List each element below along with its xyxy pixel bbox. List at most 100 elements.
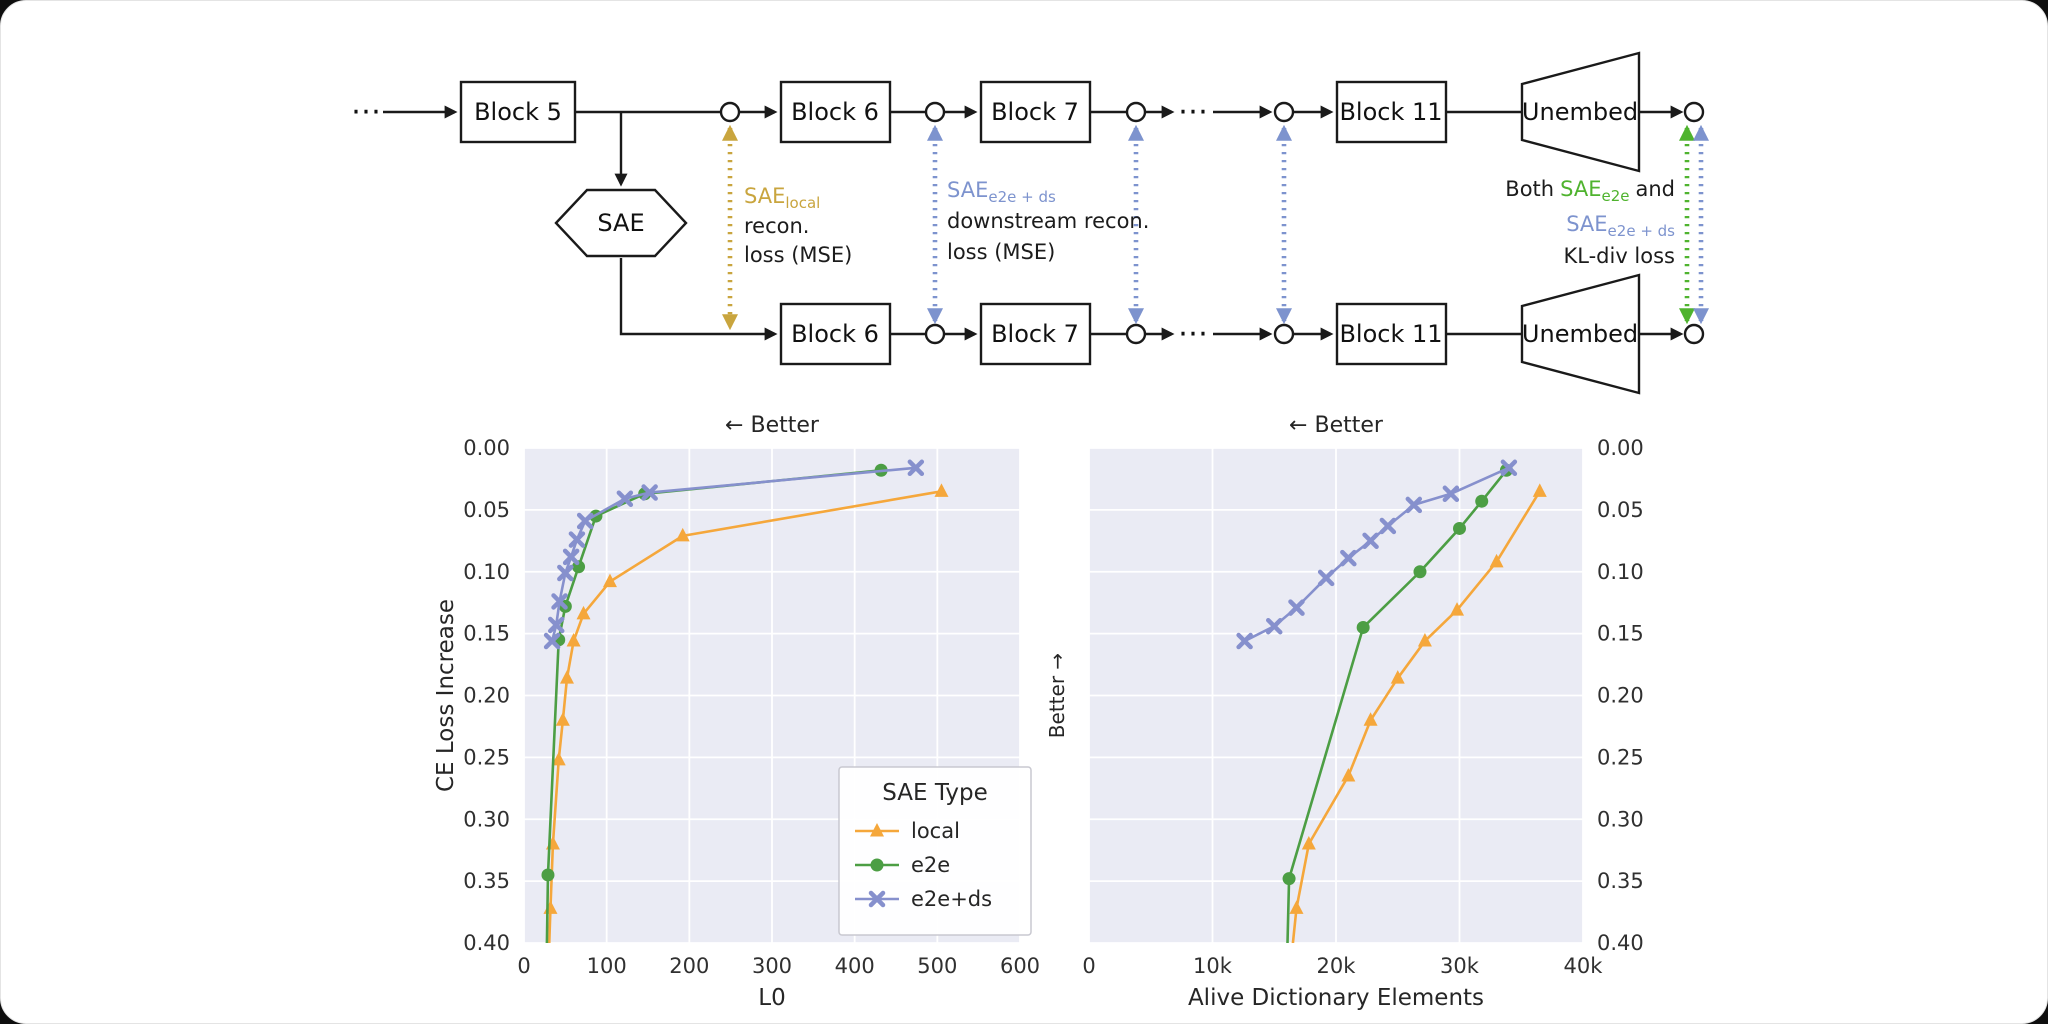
block-7-top-label: Block 7 [991, 98, 1079, 126]
triangle-marker [1489, 553, 1504, 568]
triangle-marker [1301, 836, 1316, 850]
svg-text:0.15: 0.15 [463, 622, 510, 646]
triangle-marker [1341, 767, 1356, 782]
triangle-marker [566, 633, 581, 647]
svg-text:10k: 10k [1193, 954, 1233, 978]
block-7-bottom-label: Block 7 [991, 320, 1079, 348]
activation-node [719, 101, 741, 123]
loss-labels: SAElocal recon. loss (MSE) SAEe2e + ds d… [744, 177, 1675, 268]
block-11-top-box [1335, 80, 1448, 144]
legend-entry-e2e+ds: e2e+ds [855, 887, 992, 911]
triangle-marker [602, 573, 617, 588]
x-marker [551, 593, 568, 610]
svg-text:0.40: 0.40 [1597, 931, 1644, 955]
activation-node [1125, 323, 1147, 345]
circle-marker [1453, 521, 1466, 535]
svg-text:0: 0 [517, 954, 530, 978]
svg-text:0.20: 0.20 [1597, 684, 1644, 708]
svg-text:0.15: 0.15 [1597, 622, 1644, 646]
triangle-marker [1532, 483, 1547, 497]
x-marker [1266, 617, 1283, 635]
block-6-bottom-label: Block 6 [791, 320, 879, 348]
svg-text:300: 300 [752, 954, 792, 978]
sae-hexagon [554, 188, 688, 258]
x-marker [568, 531, 586, 548]
x-marker [1340, 549, 1357, 567]
svg-text:0.05: 0.05 [1597, 498, 1644, 522]
x-marker [557, 564, 574, 582]
series-group [541, 459, 949, 943]
x-marker [868, 890, 886, 908]
unembed-bottom-shape [1520, 273, 1641, 395]
legend-entry-label: e2e+ds [911, 887, 992, 911]
x-marker [562, 548, 580, 566]
circle-marker [870, 858, 884, 872]
x-axis-label: L0 [758, 985, 785, 1011]
block-7-top-box [979, 80, 1092, 144]
legend-entry-label: e2e [911, 853, 950, 877]
circle-marker [1356, 620, 1370, 634]
sae-module: SAE [554, 188, 688, 258]
activation-node [1125, 101, 1147, 123]
triangle-marker [559, 670, 574, 684]
unembed-top-shape [1520, 51, 1641, 173]
svg-text:0.35: 0.35 [463, 869, 510, 893]
legend-title: SAE Type [882, 780, 987, 806]
block-11-bottom-label: Block 11 [1339, 320, 1442, 348]
block-7-bottom-box [979, 302, 1092, 366]
local-loss-label-line2: recon. [744, 214, 809, 238]
x-marker [641, 484, 658, 501]
svg-text:500: 500 [917, 954, 957, 978]
circle-marker [1475, 494, 1489, 508]
legend-entry-e2e: e2e [855, 853, 950, 877]
series-e2e+ds [543, 459, 925, 650]
svg-text:0.05: 0.05 [463, 498, 510, 522]
ellipsis-left: ⋯ [351, 94, 381, 129]
circle-marker [541, 868, 555, 882]
legend-entry-local: local [855, 819, 960, 843]
x-marker [1500, 459, 1518, 477]
x-marker [1362, 532, 1379, 550]
chart-title: ← Better [1289, 413, 1384, 438]
series-group [1236, 459, 1547, 943]
downstream-loss-label-line2: downstream recon. [947, 209, 1149, 233]
svg-text:0.25: 0.25 [463, 745, 510, 769]
block-6-top-label: Block 6 [791, 98, 879, 126]
svg-text:0.00: 0.00 [1597, 436, 1644, 460]
series-e2e [1282, 463, 1513, 943]
x-marker [1442, 485, 1460, 503]
sae-label: SAE [597, 209, 644, 237]
x-marker [576, 512, 594, 530]
triangle-marker [1450, 602, 1465, 616]
svg-text:40k: 40k [1564, 954, 1604, 978]
logits-node [1683, 323, 1705, 345]
block-6-top-box [779, 80, 892, 144]
svg-text:0.35: 0.35 [1597, 869, 1644, 893]
x-marker [1379, 517, 1397, 535]
kl-loss-label-line3: KL-div loss [1563, 244, 1675, 268]
x-marker [616, 490, 634, 507]
x-marker [1288, 599, 1305, 616]
x-marker [907, 459, 925, 477]
triangle-marker [1417, 633, 1432, 647]
triangle-marker [555, 712, 570, 726]
downstream-loss-label-line3: loss (MSE) [947, 240, 1055, 264]
bottom-row-connectors [619, 258, 1684, 341]
block-6-bottom-box [779, 302, 892, 366]
triangle-marker [870, 823, 884, 837]
triangle-marker [1289, 900, 1304, 914]
transformer-sae-diagram: ⋯ Block 5 Block 6 Block 7 ⋯ Block 11 Une… [351, 51, 1709, 395]
series-e2e+ds [1236, 459, 1518, 650]
better-direction-label: Better → [1045, 653, 1069, 738]
circle-marker [1413, 565, 1427, 579]
svg-text:0.00: 0.00 [463, 436, 510, 460]
block-5-label: Block 5 [474, 98, 562, 126]
x-marker [1236, 632, 1253, 650]
series-local [1289, 483, 1547, 943]
svg-text:100: 100 [587, 954, 627, 978]
